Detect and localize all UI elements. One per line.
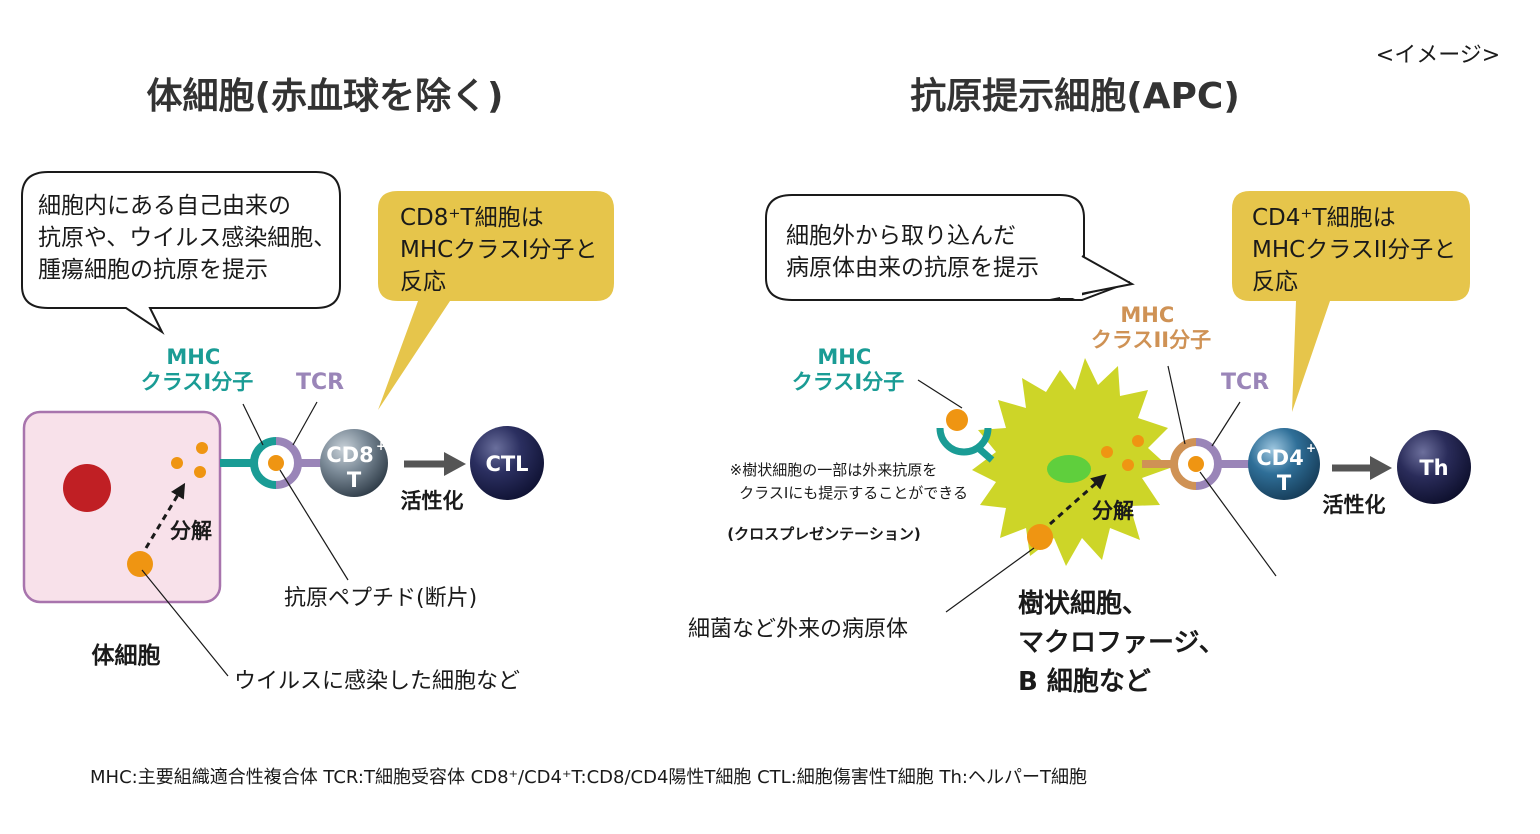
- right-yellow-text: CD4⁺T細胞は MHCクラスII分子と 反応: [1252, 205, 1464, 295]
- apc-types: 樹状細胞、 マクロファージ、 B 細胞など: [1018, 588, 1234, 697]
- cd8-sup: +: [376, 439, 386, 453]
- th-cell: [1397, 430, 1471, 504]
- mhc1-leader: [917, 379, 963, 409]
- left-mhc-label: MHC クラスI分子: [141, 345, 253, 394]
- left-virus-label: ウイルスに感染した細胞など: [234, 669, 520, 694]
- left-peptide-label: 抗原ペプチド(断片): [284, 586, 477, 611]
- ctl-cell: [470, 426, 544, 500]
- right-mhc2-label: MHC クラスII分子: [1091, 303, 1211, 352]
- antigen-dot: [1132, 435, 1144, 447]
- cross-note: ※樹状細胞の一部は外来抗原を クラスIにも提示することができる: [730, 461, 968, 502]
- mhc-class1-arc: [250, 437, 277, 489]
- antigen-dot: [1101, 446, 1113, 458]
- peptide-dot: [268, 455, 284, 471]
- right-title: 抗原提示細胞(APC): [910, 75, 1240, 117]
- right-activation-label: 活性化: [1323, 493, 1386, 517]
- cd8-t-cell: [320, 429, 388, 497]
- pathogen-dot: [1027, 524, 1053, 550]
- mhc1-stalk: [973, 443, 995, 463]
- mhc-class2-arc: [1170, 438, 1197, 490]
- tcr-leader: [292, 401, 318, 446]
- left-yellow-callout: [378, 191, 614, 410]
- right-decompose-label: 分解: [1092, 499, 1134, 523]
- antigen-dot: [194, 466, 206, 478]
- left-cell-label: 体細胞: [92, 642, 161, 669]
- source-antigen: [127, 551, 153, 577]
- th-label: Th: [1419, 456, 1448, 480]
- antigen-dot: [196, 442, 208, 454]
- right-activation-arrowhead: [1370, 456, 1392, 480]
- mhc-leader: [242, 403, 264, 446]
- right-mhc1-label: MHC クラスI分子: [792, 345, 904, 394]
- right-decompose-arrow: [1049, 474, 1107, 526]
- tcr2-leader: [1211, 401, 1241, 447]
- pathogen-leader: [945, 547, 1035, 613]
- cd4-t-cell: [1248, 428, 1320, 500]
- left-decompose-label: 分解: [170, 519, 212, 543]
- cross-presentation-label: (クロスプレゼンテーション): [727, 525, 920, 543]
- left-tcr-label: TCR: [296, 370, 344, 395]
- right-speech-bubble: [765, 194, 1131, 301]
- left-yellow-text: CD8⁺T細胞は MHCクラスI分子と 反応: [400, 205, 605, 295]
- somatic-cell: [22, 410, 222, 604]
- left-title: 体細胞(赤血球を除く): [147, 76, 504, 117]
- right-bubble-text: 細胞外から取り込んだ 病原体由来の抗原を提示: [786, 223, 1039, 281]
- antigen-dot: [171, 457, 183, 469]
- virus-leader: [141, 569, 229, 677]
- right-tcr-label: TCR: [1221, 370, 1269, 395]
- image-note: <イメージ>: [1376, 43, 1500, 68]
- decompose-arrow: [144, 482, 186, 549]
- dendritic-nucleus: [1047, 455, 1091, 483]
- peptide2-leader: [1199, 471, 1277, 577]
- cd8-t-label: T: [347, 468, 362, 492]
- mhc1-cup: [936, 427, 992, 456]
- antigen-dot: [1122, 459, 1134, 471]
- peptide-leader: [279, 469, 349, 581]
- left-activation-arrowhead: [444, 452, 466, 476]
- mhc2-leader: [1167, 365, 1186, 445]
- cd8-label: CD8: [326, 443, 373, 467]
- ctl-label: CTL: [485, 452, 528, 476]
- left-bubble-text: 細胞内にある自己由来の 抗原や、ウイルス感染細胞、 腫瘍細胞の抗原を提示: [38, 193, 344, 283]
- cd4-label: CD4: [1256, 446, 1303, 470]
- left-activation-label: 活性化: [401, 489, 464, 513]
- footer-legend: MHC:主要組織適合性複合体 TCR:T細胞受容体 CD8⁺/CD4⁺T:CD8…: [90, 767, 1087, 788]
- right-yellow-callout: [1232, 191, 1470, 412]
- right-bubble-tail-mask: [1060, 258, 1082, 298]
- mhc1-antigen: [946, 409, 968, 431]
- cell-nucleus: [63, 464, 111, 512]
- left-speech-bubble: [21, 171, 341, 335]
- peptide2-dot: [1188, 456, 1204, 472]
- pathogen-label: 細菌など外来の病原体: [688, 617, 908, 642]
- cd4-t-label: T: [1277, 471, 1292, 495]
- cd4-sup: +: [1306, 441, 1316, 455]
